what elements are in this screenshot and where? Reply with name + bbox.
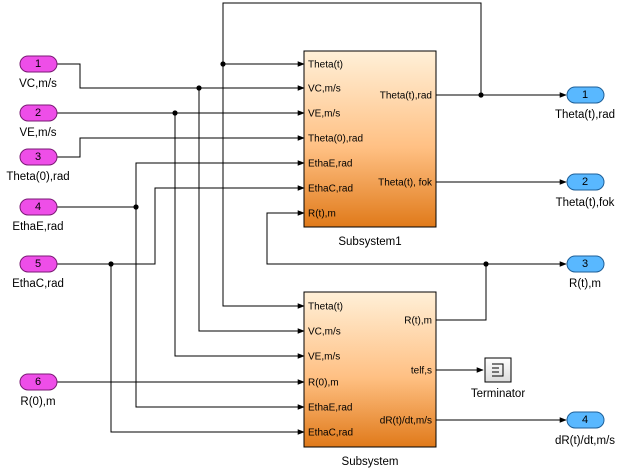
outport-shape[interactable] — [566, 411, 605, 429]
outport-label: Theta(t),rad — [555, 109, 615, 121]
wire-vc-branch[interactable] — [198, 88, 305, 334]
inport-number: 6 — [35, 376, 41, 388]
subsystem-in-label: VC,m/s — [308, 327, 341, 338]
subsystem1-in-label: EthaE,rad — [308, 159, 352, 170]
subsystem-out-label: dR(t)/dt,m/s — [380, 416, 432, 427]
wire-rt-out[interactable] — [436, 261, 567, 321]
inport-shape[interactable] — [19, 104, 58, 122]
subsystem1-in-label: Theta(t) — [308, 60, 343, 71]
inport-label: Theta(0),rad — [6, 171, 69, 183]
subsystem1-in-label: R(t),m — [308, 209, 336, 220]
subsystem-name: Subsystem — [342, 456, 399, 468]
wire-rt-feedback[interactable] — [266, 210, 486, 265]
subsystem1-in-label: Theta(0),rad — [308, 134, 363, 145]
subsystem-in-label: R(0),m — [308, 378, 339, 389]
wire-ve-branch[interactable] — [174, 113, 305, 359]
terminator-icon — [492, 363, 504, 377]
inport-shape[interactable] — [19, 148, 58, 166]
subsystem1-in-label: EthaC,rad — [308, 184, 353, 195]
outport-4[interactable]: 4 dR(t)/dt,m/s — [555, 411, 615, 447]
wire-theta-feedback[interactable] — [222, 2, 482, 309]
inport-label: EthaC,rad — [12, 278, 64, 290]
branch-point — [483, 261, 489, 267]
outport-shape[interactable] — [566, 255, 605, 273]
inport-shape[interactable] — [19, 255, 58, 273]
wire-vc[interactable] — [57, 63, 305, 91]
branch-point — [133, 204, 139, 210]
inport-shape[interactable] — [19, 198, 58, 216]
outport-label: Theta(t),fok — [556, 197, 615, 209]
inport-label: EthaE,rad — [12, 221, 63, 233]
inport-label: R(0),m — [20, 396, 55, 408]
branch-point — [108, 261, 114, 267]
inport-3[interactable]: 3 Theta(0),rad — [6, 148, 70, 183]
inport-number: 4 — [35, 201, 41, 213]
wire-theta0[interactable] — [57, 135, 305, 158]
outport-number: 4 — [582, 414, 588, 426]
terminator-block[interactable] — [484, 357, 512, 383]
inport-number: 5 — [35, 258, 41, 270]
branch-point — [196, 85, 202, 91]
inport-label: VE,m/s — [19, 127, 56, 139]
inport-shape[interactable] — [19, 55, 58, 73]
branch-point — [478, 92, 484, 98]
inport-5[interactable]: 5 EthaC,rad — [12, 255, 64, 290]
inport-2[interactable]: 2 VE,m/s — [19, 104, 58, 139]
subsystem1-body[interactable] — [303, 50, 437, 228]
subsystem1-name: Subsystem1 — [338, 236, 401, 248]
subsystem-in-label: Theta(t) — [308, 302, 343, 313]
outport-3[interactable]: 3 R(t),m — [566, 255, 605, 290]
inport-shape[interactable] — [19, 373, 58, 391]
outport-1[interactable]: 1 Theta(t),rad — [555, 86, 615, 121]
subsystem1-out-label: Theta(t), fok — [378, 178, 433, 189]
subsystem1-block[interactable]: Theta(t) VC,m/s VE,m/s Theta(0),rad Etha… — [303, 50, 437, 228]
wire-ethae-down[interactable] — [135, 207, 305, 410]
branch-point — [172, 110, 178, 116]
branch-point — [220, 61, 226, 67]
terminator-name: Terminator — [471, 388, 525, 400]
subsystem-in-label: EthaC,rad — [308, 428, 353, 439]
subsystem-block[interactable]: Theta(t) VC,m/s VE,m/s R(0),m EthaE,rad … — [303, 291, 437, 448]
outport-label: R(t),m — [569, 278, 601, 290]
subsystem-out-label: telf,s — [411, 366, 432, 377]
subsystem-in-label: EthaE,rad — [308, 403, 352, 414]
subsystem1-in-label: VC,m/s — [308, 84, 341, 95]
wire-ethac-branch[interactable] — [110, 264, 305, 435]
outport-number: 1 — [582, 89, 588, 101]
subsystem-in-label: VE,m/s — [308, 352, 340, 363]
outport-label: dR(t)/dt,m/s — [555, 435, 615, 447]
subsystem1-in-label: VE,m/s — [308, 109, 340, 120]
inport-1[interactable]: 1 VC,m/s — [19, 55, 58, 90]
inport-number: 1 — [35, 58, 41, 70]
outport-2[interactable]: 2 Theta(t),fok — [556, 173, 615, 209]
inport-number: 3 — [35, 151, 41, 163]
inport-6[interactable]: 6 R(0),m — [19, 373, 58, 408]
inport-number: 2 — [35, 107, 41, 119]
wire-ethae-up[interactable] — [135, 160, 305, 207]
outport-number: 3 — [582, 258, 588, 270]
outport-shape[interactable] — [566, 86, 605, 104]
subsystem-body[interactable] — [303, 291, 437, 448]
inport-label: VC,m/s — [19, 78, 57, 90]
subsystem1-out-label: Theta(t),rad — [380, 91, 432, 102]
signal-lines — [57, 2, 567, 435]
outport-shape[interactable] — [566, 173, 605, 191]
inport-4[interactable]: 4 EthaE,rad — [12, 198, 64, 233]
outport-number: 2 — [582, 176, 588, 188]
subsystem-out-label: R(t),m — [404, 316, 432, 327]
terminator-body[interactable] — [484, 357, 512, 383]
wire-ethac[interactable] — [57, 185, 305, 265]
